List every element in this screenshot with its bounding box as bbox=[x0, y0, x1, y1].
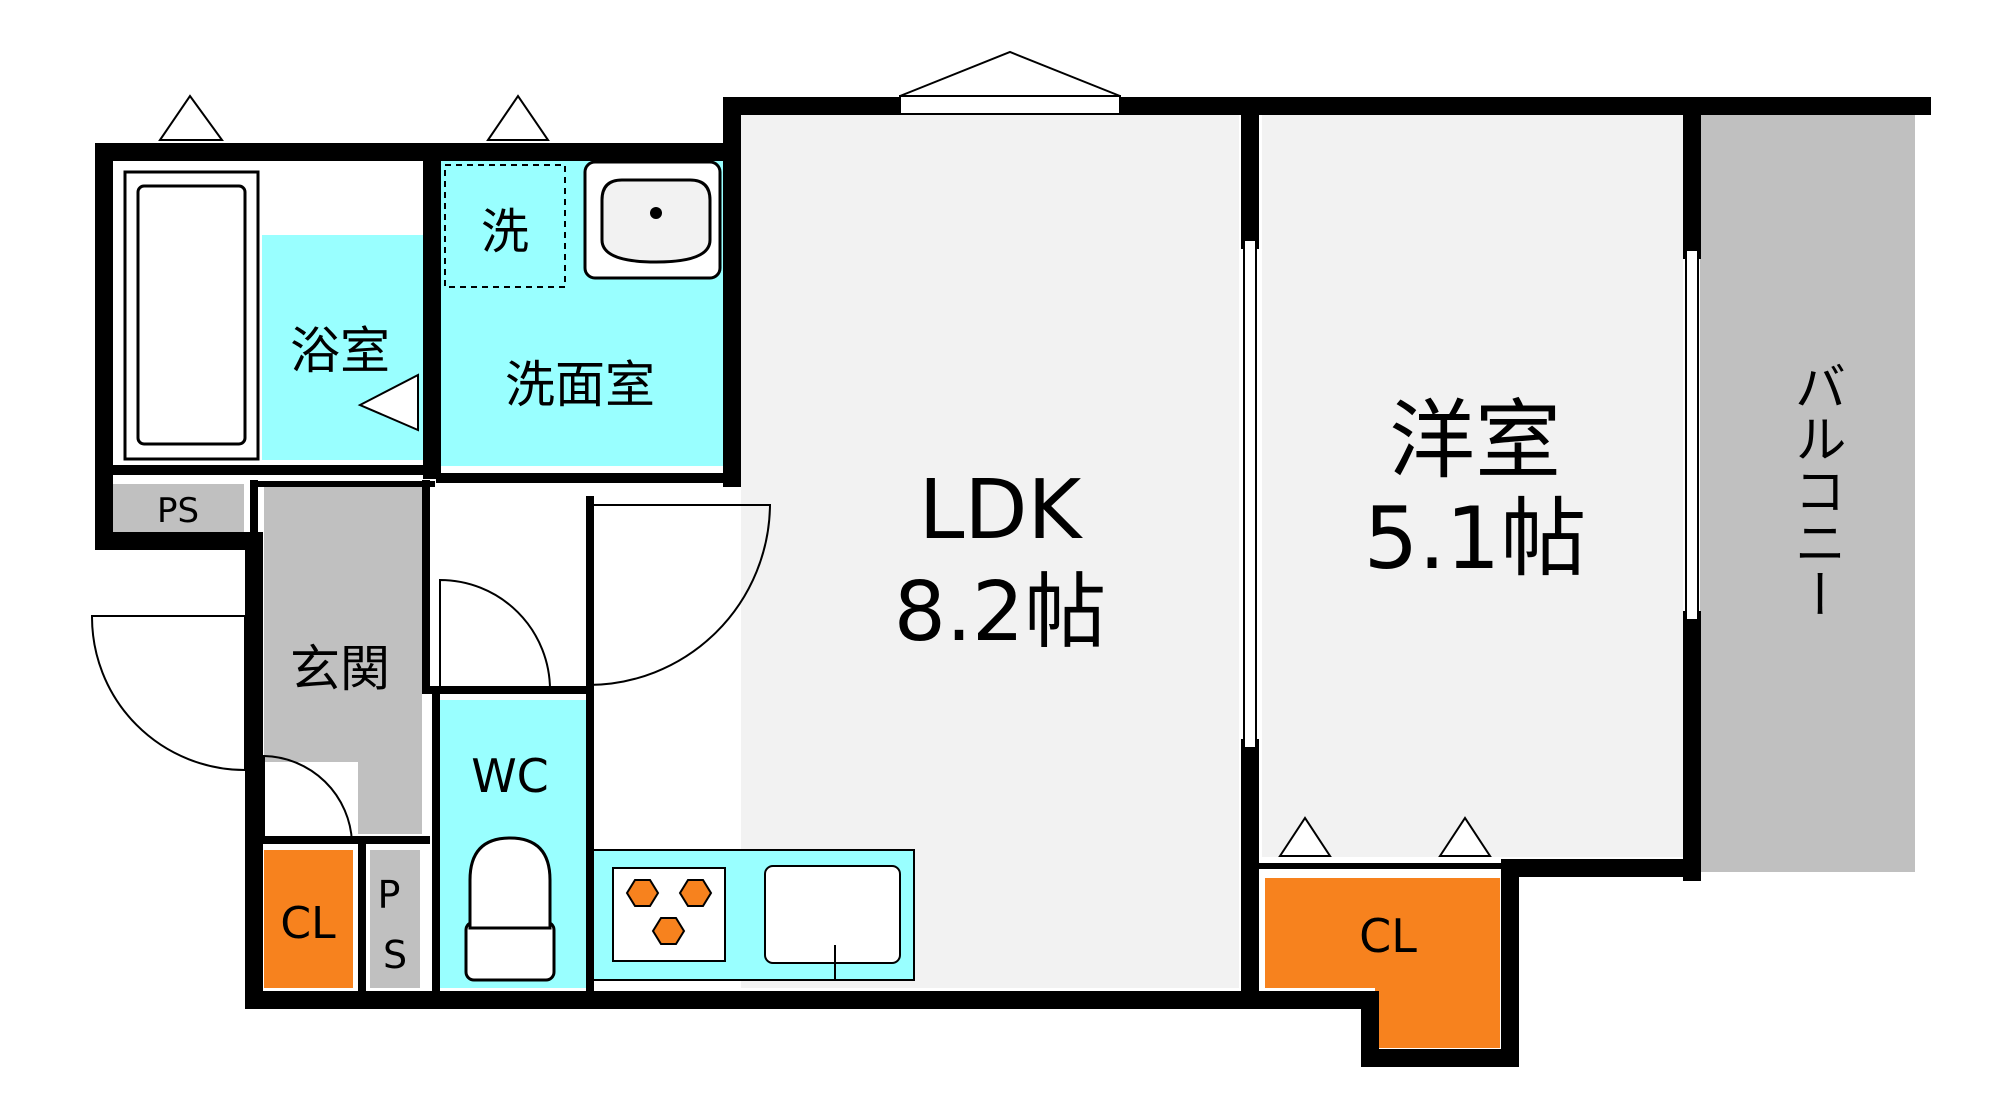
cl-entrance-area bbox=[264, 850, 353, 988]
window-markers bbox=[158, 50, 1492, 857]
washroom-label: 洗面室 bbox=[505, 356, 655, 414]
window-icon bbox=[1278, 816, 1332, 857]
washbasin bbox=[583, 160, 722, 280]
cl-western-label: CL bbox=[1359, 909, 1417, 963]
window-icon bbox=[1438, 816, 1492, 857]
kitchen-sink bbox=[764, 865, 901, 980]
bath-wet-area bbox=[262, 235, 423, 460]
window-icon bbox=[158, 94, 224, 141]
bath-door-icon bbox=[357, 373, 419, 432]
walls bbox=[95, 97, 1931, 1067]
stove bbox=[612, 867, 726, 962]
entrance-step bbox=[264, 762, 358, 834]
washer-label: 洗 bbox=[481, 204, 529, 260]
cl-entrance-label: CL bbox=[280, 898, 336, 949]
western-label: 洋室 bbox=[1389, 391, 1561, 491]
window-icon bbox=[486, 94, 550, 141]
sliding-door bbox=[1243, 239, 1257, 749]
cl-western-area bbox=[1265, 878, 1500, 1048]
window-icon bbox=[899, 95, 1121, 115]
ps-bottom-label-s: S bbox=[383, 933, 407, 977]
balcony-window bbox=[1685, 249, 1699, 621]
entrance-label: 玄関 bbox=[290, 640, 390, 698]
ps-top-label: PS bbox=[157, 491, 199, 531]
hall-door-swing bbox=[587, 504, 772, 687]
balcony-label: バルコニー bbox=[1785, 360, 1845, 620]
door-swings bbox=[90, 504, 772, 843]
window-icon bbox=[899, 50, 1121, 97]
ps-bottom-label: P S bbox=[377, 873, 412, 977]
balcony-floor bbox=[1700, 115, 1915, 872]
western-floor bbox=[1262, 115, 1683, 857]
hall-floor bbox=[423, 466, 593, 688]
entrance-inner-swing bbox=[263, 754, 354, 843]
ps-bottom-label-p: P bbox=[377, 873, 400, 917]
ldk-floor bbox=[741, 115, 1239, 988]
ldk-label: LDK bbox=[919, 463, 1084, 558]
front-door-swing bbox=[90, 615, 246, 772]
ps-bottom-area bbox=[370, 850, 420, 988]
western-size: 5.1帖 bbox=[1364, 489, 1587, 589]
washer-pan bbox=[444, 164, 566, 288]
ldk-size: 8.2帖 bbox=[894, 565, 1106, 660]
wc-label: WC bbox=[471, 749, 549, 803]
ps-top-area bbox=[113, 484, 244, 532]
bathtub-inner bbox=[136, 184, 247, 446]
bath-label: 浴室 bbox=[290, 322, 390, 380]
wc-door-swing bbox=[439, 578, 552, 691]
toilet bbox=[464, 836, 556, 982]
